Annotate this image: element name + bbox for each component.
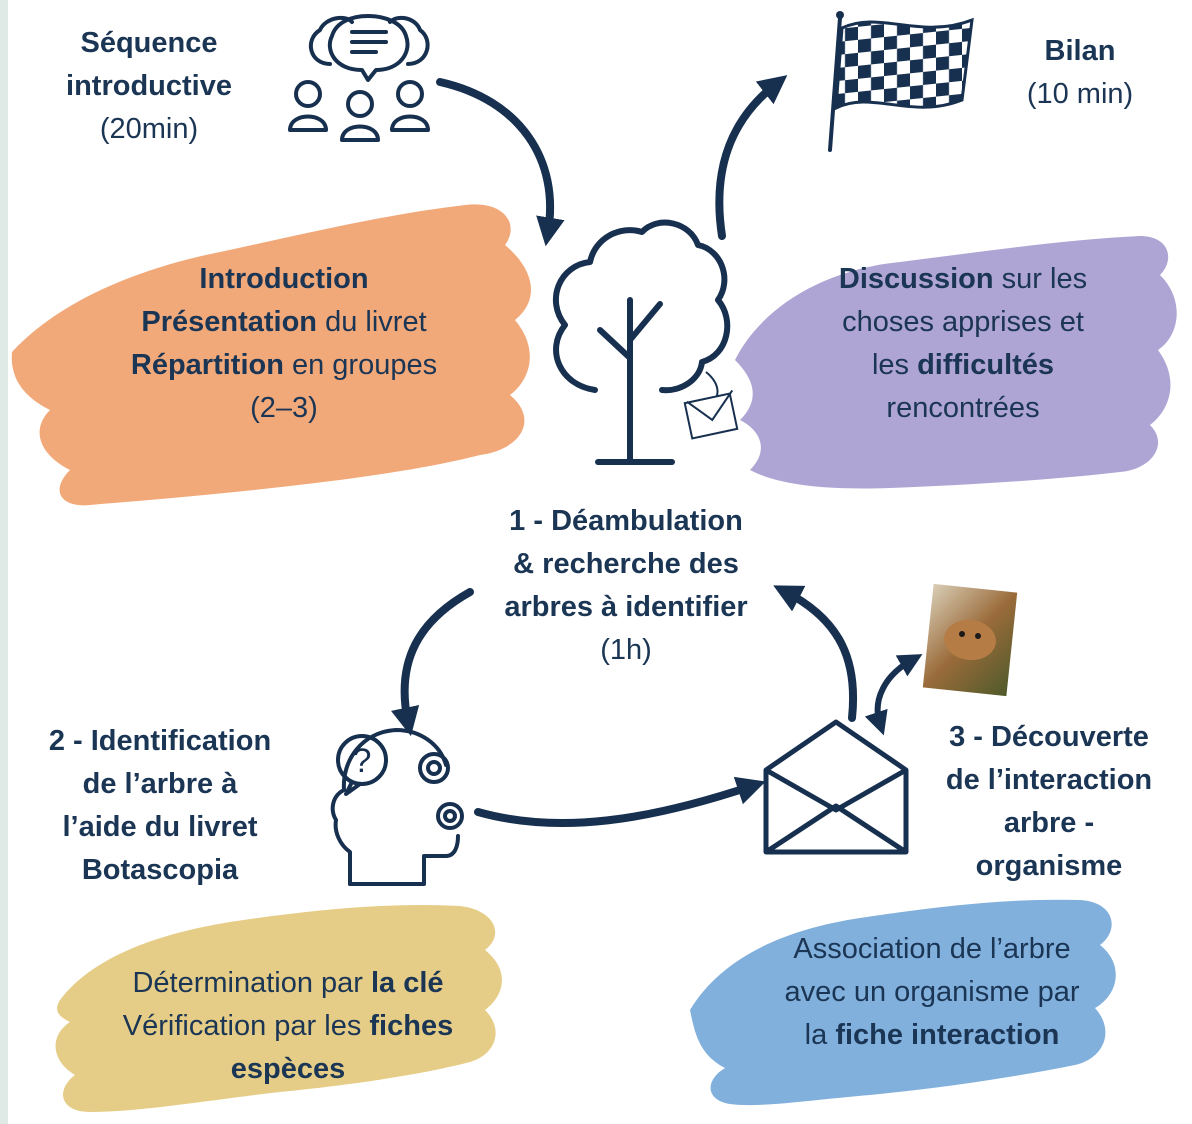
- step1-duration: (1h): [600, 634, 652, 666]
- identification-note-line2-bold: fiches: [369, 1010, 454, 1042]
- step2-line2: de l’arbre à: [82, 768, 238, 800]
- tree-icon: [553, 219, 731, 465]
- step3-line1: 3 - Découverte: [949, 721, 1149, 753]
- discussion-note-line3-bold: difficultés: [917, 349, 1055, 381]
- svg-text:?: ?: [353, 742, 372, 780]
- bilan-title: Bilan: [1044, 35, 1116, 67]
- intro-title-line2: introductive: [66, 70, 232, 102]
- arrow-envelope-to-step1: [773, 585, 858, 722]
- step1-line3: arbres à identifier: [504, 591, 748, 623]
- arrow-intro-to-tree: [436, 78, 565, 247]
- intro-title-line1: Séquence: [80, 27, 218, 59]
- intro-note-line3-bold: Répartition: [130, 349, 284, 381]
- association-note-line3-bold: fiche interaction: [835, 1019, 1060, 1051]
- identification-note: Détermination par la clé Vérification pa…: [74, 962, 502, 1091]
- discussion-note-line2: choses apprises et: [842, 306, 1084, 338]
- small-envelope-icon: [683, 371, 739, 440]
- association-note-line3-pre: la: [804, 1019, 836, 1051]
- arrow-step1-to-step2: [390, 588, 474, 737]
- discussion-note-line1-bold: Discussion: [838, 263, 994, 295]
- identification-note-line1-pre: Détermination par: [132, 967, 371, 999]
- arrow-tree-to-bilan: [715, 75, 788, 240]
- association-note-line2: avec un organisme par: [784, 976, 1080, 1008]
- association-note-line1: Association de l’arbre: [793, 933, 1071, 965]
- discussion-note-line3-pre: les: [871, 349, 918, 381]
- discussion-note-line4: rencontrées: [886, 392, 1040, 424]
- dormouse-photo: [922, 583, 1018, 697]
- step3-line3: arbre -: [1003, 807, 1095, 839]
- intro-note-line4: (2–3): [250, 392, 318, 424]
- thinking-head-icon: ?: [330, 728, 464, 886]
- orange-paint-blob: [11, 204, 532, 506]
- yellow-paint-blob: [55, 904, 502, 1112]
- intro-note-line2-rest: du livret: [317, 306, 427, 338]
- step1-line2: & recherche des: [513, 548, 739, 580]
- step2-line3: l’aide du livret: [62, 811, 258, 843]
- discussion-note: Discussion sur les choses apprises et le…: [800, 258, 1126, 430]
- intro-note-line1: Introduction: [199, 263, 369, 295]
- bilan-duration: (10 min): [1026, 78, 1134, 110]
- left-border: [0, 0, 8, 1124]
- purple-paint-blob: [735, 236, 1177, 489]
- identification-note-line3: espèces: [230, 1053, 346, 1085]
- identification-note-line2-pre: Vérification par les: [122, 1010, 370, 1042]
- step3-line2: de l’interaction: [945, 764, 1153, 796]
- discussion-note-line1-rest: sur les: [993, 263, 1088, 295]
- step3-line4: organisme: [975, 850, 1123, 882]
- intro-step-label: Séquence introductive (20min): [40, 22, 258, 151]
- chat-group-icon: [288, 14, 430, 142]
- step2-line4: Botascopia: [81, 854, 239, 886]
- step2-label: 2 - Identification de l’arbre à l’aide d…: [22, 720, 298, 892]
- intro-note-line2-bold: Présentation: [141, 306, 318, 338]
- intro-note-line3-rest: en groupes: [283, 349, 438, 381]
- checkered-flag-icon: [828, 11, 974, 152]
- intro-note: Introduction Présentation du livret Répa…: [88, 258, 480, 430]
- bilan-step-label: Bilan (10 min): [1000, 30, 1160, 116]
- step1-label: 1 - Déambulation & recherche des arbres …: [466, 500, 786, 672]
- step3-label: 3 - Découverte de l’interaction arbre - …: [916, 716, 1182, 888]
- step2-line1: 2 - Identification: [48, 725, 272, 757]
- envelope-icon: [763, 719, 909, 855]
- double-arrow-envelope-photo: [864, 654, 923, 736]
- association-note: Association de l’arbre avec un organisme…: [748, 928, 1116, 1057]
- intro-duration: (20min): [99, 113, 199, 145]
- step1-line1: 1 - Déambulation: [509, 505, 743, 537]
- blue-paint-blob: [690, 899, 1116, 1106]
- identification-note-line1-bold: la clé: [371, 967, 444, 999]
- arrow-head-to-envelope: [474, 776, 766, 827]
